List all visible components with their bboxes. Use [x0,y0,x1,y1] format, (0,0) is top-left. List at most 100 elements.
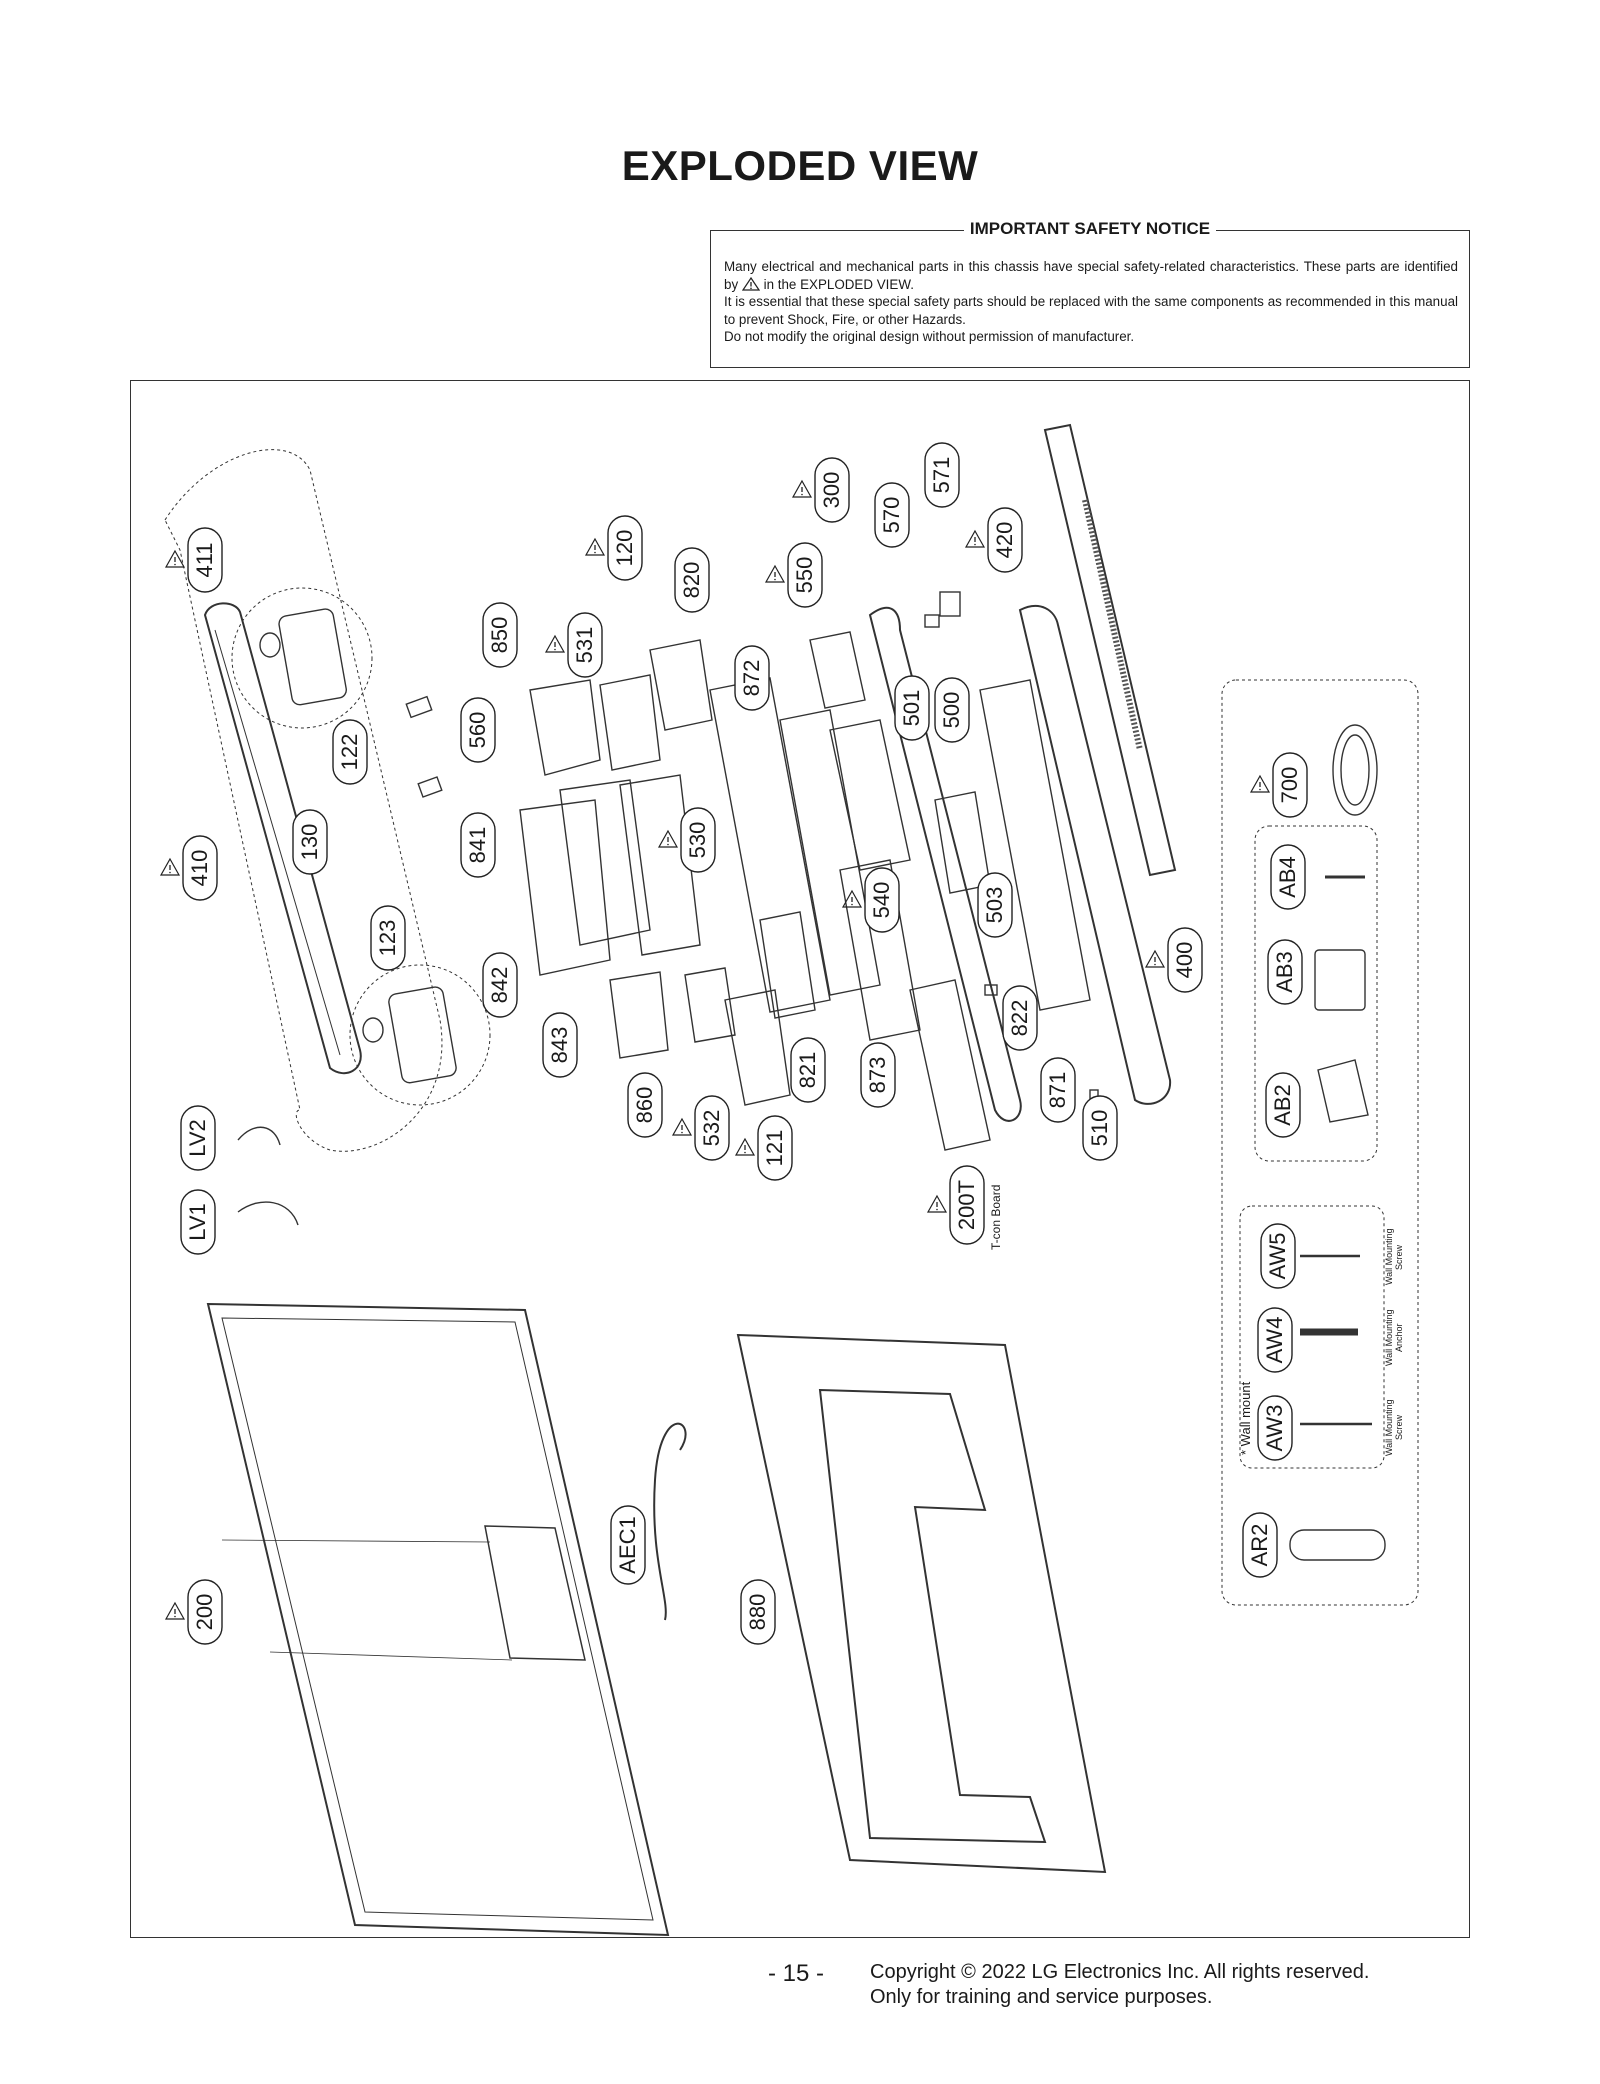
warning-triangle-icon [1249,774,1271,793]
callout-label: 120 [612,530,637,567]
callout-label: 843 [547,1027,572,1064]
warning-triangle-icon [159,857,181,876]
callout-300: 300 [791,457,850,523]
lv2-cable [237,1126,281,1146]
callout-530: 530 [657,807,716,873]
speaker-top-part [278,608,347,706]
callout-label: 500 [939,692,964,729]
callout-501: 501 [894,675,930,741]
warning-triangle-icon [164,1601,186,1620]
callout-842: 842 [482,952,518,1018]
callout-label: 540 [869,882,894,919]
warning-triangle-icon [841,889,863,908]
callout-821: 821 [790,1037,826,1103]
callout-532: 532 [671,1095,730,1161]
bracket-ab2 [1317,1059,1369,1123]
panel-mount-window [484,1525,586,1661]
notice-line-2: It is essential that these special safet… [724,294,1458,327]
board-841 [519,799,611,976]
callout-label: 571 [929,457,954,494]
shield-873 [839,859,921,1041]
safety-notice-heading: IMPORTANT SAFETY NOTICE [963,219,1217,238]
board-550 [809,631,866,709]
callout-872: 872 [734,645,770,711]
callout-label: 122 [337,734,362,771]
callout-lv2: LV2 [180,1105,216,1171]
notice-line-1: Many electrical and mechanical parts in … [724,259,1458,292]
callout-200: 200 [164,1579,223,1645]
warning-triangle-icon [764,564,786,583]
notice-line-3: Do not modify the original design withou… [724,329,1135,344]
callout-label: 200 [192,1594,217,1631]
callout-label: AB4 [1275,856,1300,898]
callout-820: 820 [674,547,710,613]
callout-label: 842 [487,967,512,1004]
callout-label: 822 [1007,1000,1032,1037]
callout-label: 880 [745,1594,770,1631]
callout-ar2: AR2 [1242,1512,1278,1578]
callout-label: 871 [1045,1072,1070,1109]
page-number: - 15 - [768,1960,825,1987]
speaker-detail-circle-bottom [349,964,491,1106]
callout-411: 411 [164,527,223,593]
callout-560: 560 [460,697,496,763]
callout-860: 860 [627,1072,663,1138]
board-532 [684,967,736,1043]
aw4-desc-line2: Anchor [1394,1323,1404,1352]
callout-label: AW4 [1262,1317,1287,1364]
callout-841: 841 [460,812,496,878]
callout-label: 560 [465,712,490,749]
footer-copyright: Copyright © 2022 LG Electronics Inc. All… [870,1960,1369,2010]
accessory-group-outline [1221,679,1419,1606]
warning-triangle-icon [791,479,813,498]
callout-570: 570 [874,482,910,548]
warning-triangle-icon [544,634,566,653]
callout-label: 501 [899,690,924,727]
aw3-desc-line2: Screw [1394,1414,1404,1440]
callout-880: 880 [740,1579,776,1645]
warning-triangle-icon [671,1117,693,1136]
shield-820 [709,677,831,1013]
callout-label: 531 [572,627,597,664]
warning-triangle-icon [741,276,760,291]
callout-121: 121 [734,1115,793,1181]
callout-label: AB2 [1270,1084,1295,1126]
callout-label: 873 [865,1057,890,1094]
callout-label: 872 [739,660,764,697]
callout-822: 822 [1002,985,1038,1051]
rear-cover-400 [1043,423,1177,877]
soundbar-part [203,602,362,1075]
callout-label: 300 [819,472,844,509]
ffc-cable-300 [868,606,1022,1122]
aw5-desc-line2: Screw [1394,1244,1404,1270]
speaker-bottom-part [388,986,457,1084]
callout-label: 820 [679,562,704,599]
callout-503: 503 [977,872,1013,938]
aw5-desc-line1: Wall Mounting [1384,1228,1394,1285]
callout-label: 860 [632,1087,657,1124]
page-title: EXPLODED VIEW [621,142,979,189]
notice-line-1b: in the EXPLODED VIEW. [763,276,914,292]
callout-410: 410 [159,835,218,901]
callout-label: 200T [954,1180,979,1230]
wall-mount-label: * Wall mount [1238,1381,1253,1455]
callout-label: 850 [487,617,512,654]
callout-ab3: AB3 [1267,939,1303,1005]
callout-label: 420 [992,522,1017,559]
panel-200 [206,1302,670,1937]
lv1-cable [237,1201,299,1226]
callout-571: 571 [924,442,960,508]
callout-label: AEC1 [615,1516,640,1573]
board-121 [724,989,791,1106]
purpose-line: Only for training and service purposes. [870,1986,1213,2008]
cable-700 [1332,724,1378,816]
callout-label: 411 [192,542,217,577]
callout-label: 821 [795,1052,820,1089]
speaker-group-outline [164,449,443,1152]
diagram-frame [130,380,1470,1938]
callout-aw5: AW5 [1260,1223,1296,1289]
warning-triangle-icon [1144,949,1166,968]
callout-label: 700 [1277,767,1302,804]
callout-700: 700 [1249,752,1308,818]
